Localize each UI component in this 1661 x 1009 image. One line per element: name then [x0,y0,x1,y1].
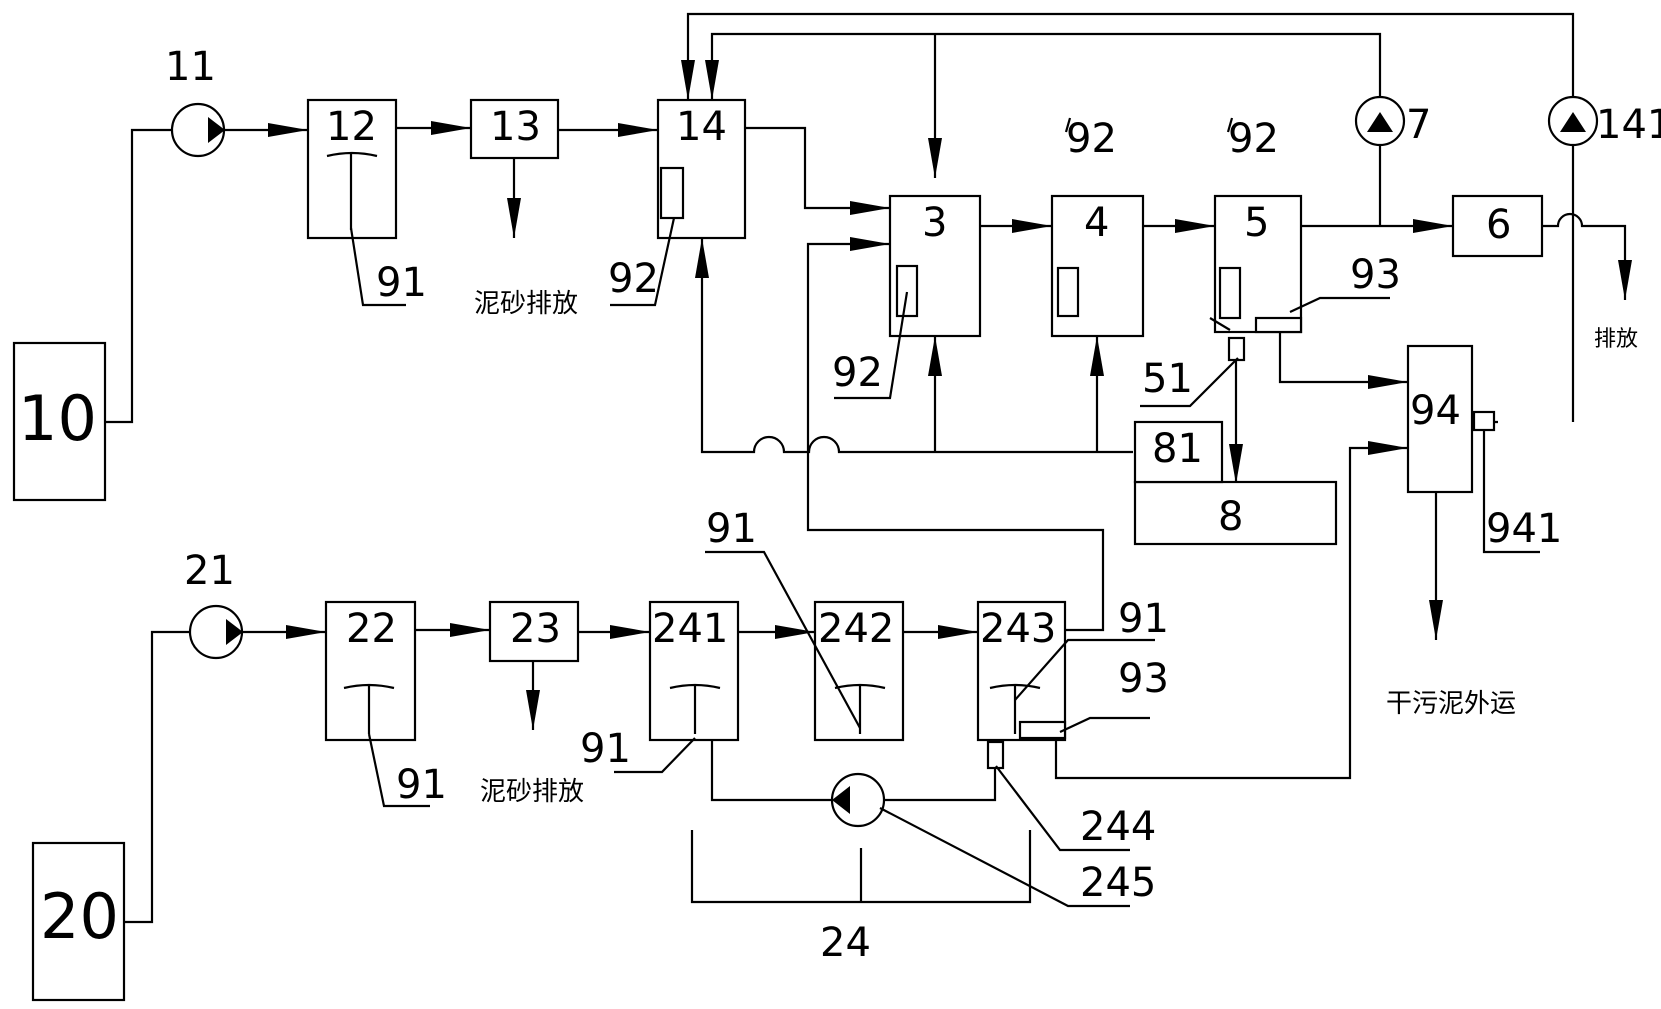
pump-21 [188,604,244,660]
pump-245 [830,772,886,828]
unit-22-box [324,600,417,742]
label-241: 241 [652,606,728,652]
label-81: 81 [1152,426,1203,472]
valve-244 [986,740,1005,770]
unit-94-box [1406,344,1474,494]
probe-92-in-4 [1056,266,1080,318]
label-92-5: 92 [1228,116,1279,162]
label-243: 243 [980,606,1056,652]
unit-20-box [31,841,126,1002]
label-245: 245 [1080,860,1156,906]
caption-dry-sludge: 干污泥外运 [1386,689,1516,719]
probe-92-in-14 [659,166,685,220]
label-23: 23 [510,606,561,652]
level-93-in-243 [1018,720,1067,740]
label-92-4: 92 [1066,116,1117,162]
label-21: 21 [184,548,235,594]
label-91-22: 91 [396,762,447,808]
label-91-242: 91 [706,506,757,552]
stirrer-91-in-22 [343,683,395,734]
probe-92-in-3 [895,264,919,318]
unit-13-box [469,98,560,160]
label-10: 10 [18,382,97,455]
caption-discharge: 排放 [1594,327,1638,352]
label-91-12: 91 [376,260,427,306]
label-7: 7 [1406,102,1431,148]
unit-10-box [12,341,107,502]
label-8: 8 [1218,494,1243,540]
label-92-3: 92 [832,350,883,396]
leader-lines [349,117,1540,908]
label-6: 6 [1486,202,1511,248]
label-20: 20 [40,880,119,953]
level-93-in-5 [1254,316,1303,334]
unit-81-box [1133,420,1224,484]
caption-sand-discharge-bottom: 泥砂排放 [480,777,584,807]
label-141: 141 [1596,102,1661,148]
stirrer-91-in-243 [989,683,1041,734]
pump-7 [1354,95,1406,147]
stirrer-91-in-12 [326,151,378,230]
label-93-top: 93 [1350,252,1401,298]
label-91-243: 91 [1118,596,1169,642]
label-51: 51 [1142,356,1193,402]
caption-sand-discharge-top: 泥砂排放 [474,289,578,319]
label-91-241: 91 [580,726,631,772]
unit-243-box [976,600,1067,742]
label-93-bottom: 93 [1118,656,1169,702]
unit-8-box [1133,480,1338,546]
label-5: 5 [1244,200,1269,246]
label-14: 14 [676,104,727,150]
label-92-14: 92 [608,256,659,302]
label-4: 4 [1084,200,1109,246]
unit-6-box [1451,194,1544,258]
label-3: 3 [922,200,947,246]
pump-11 [170,102,226,158]
stirrer-91-in-241 [669,683,721,734]
label-22: 22 [346,606,397,652]
unit-23-box [488,600,580,663]
flow-lines [105,12,1632,924]
label-11: 11 [165,44,216,90]
label-13: 13 [490,104,541,150]
label-941: 941 [1486,506,1562,552]
label-24: 24 [820,920,871,966]
valve-941 [1472,410,1496,432]
valve-51 [1227,336,1246,362]
label-244: 244 [1080,804,1156,850]
probe-92-in-5 [1218,266,1242,320]
label-12: 12 [326,104,377,150]
label-242: 242 [818,606,894,652]
label-94: 94 [1410,388,1461,434]
pump-141 [1547,95,1599,147]
